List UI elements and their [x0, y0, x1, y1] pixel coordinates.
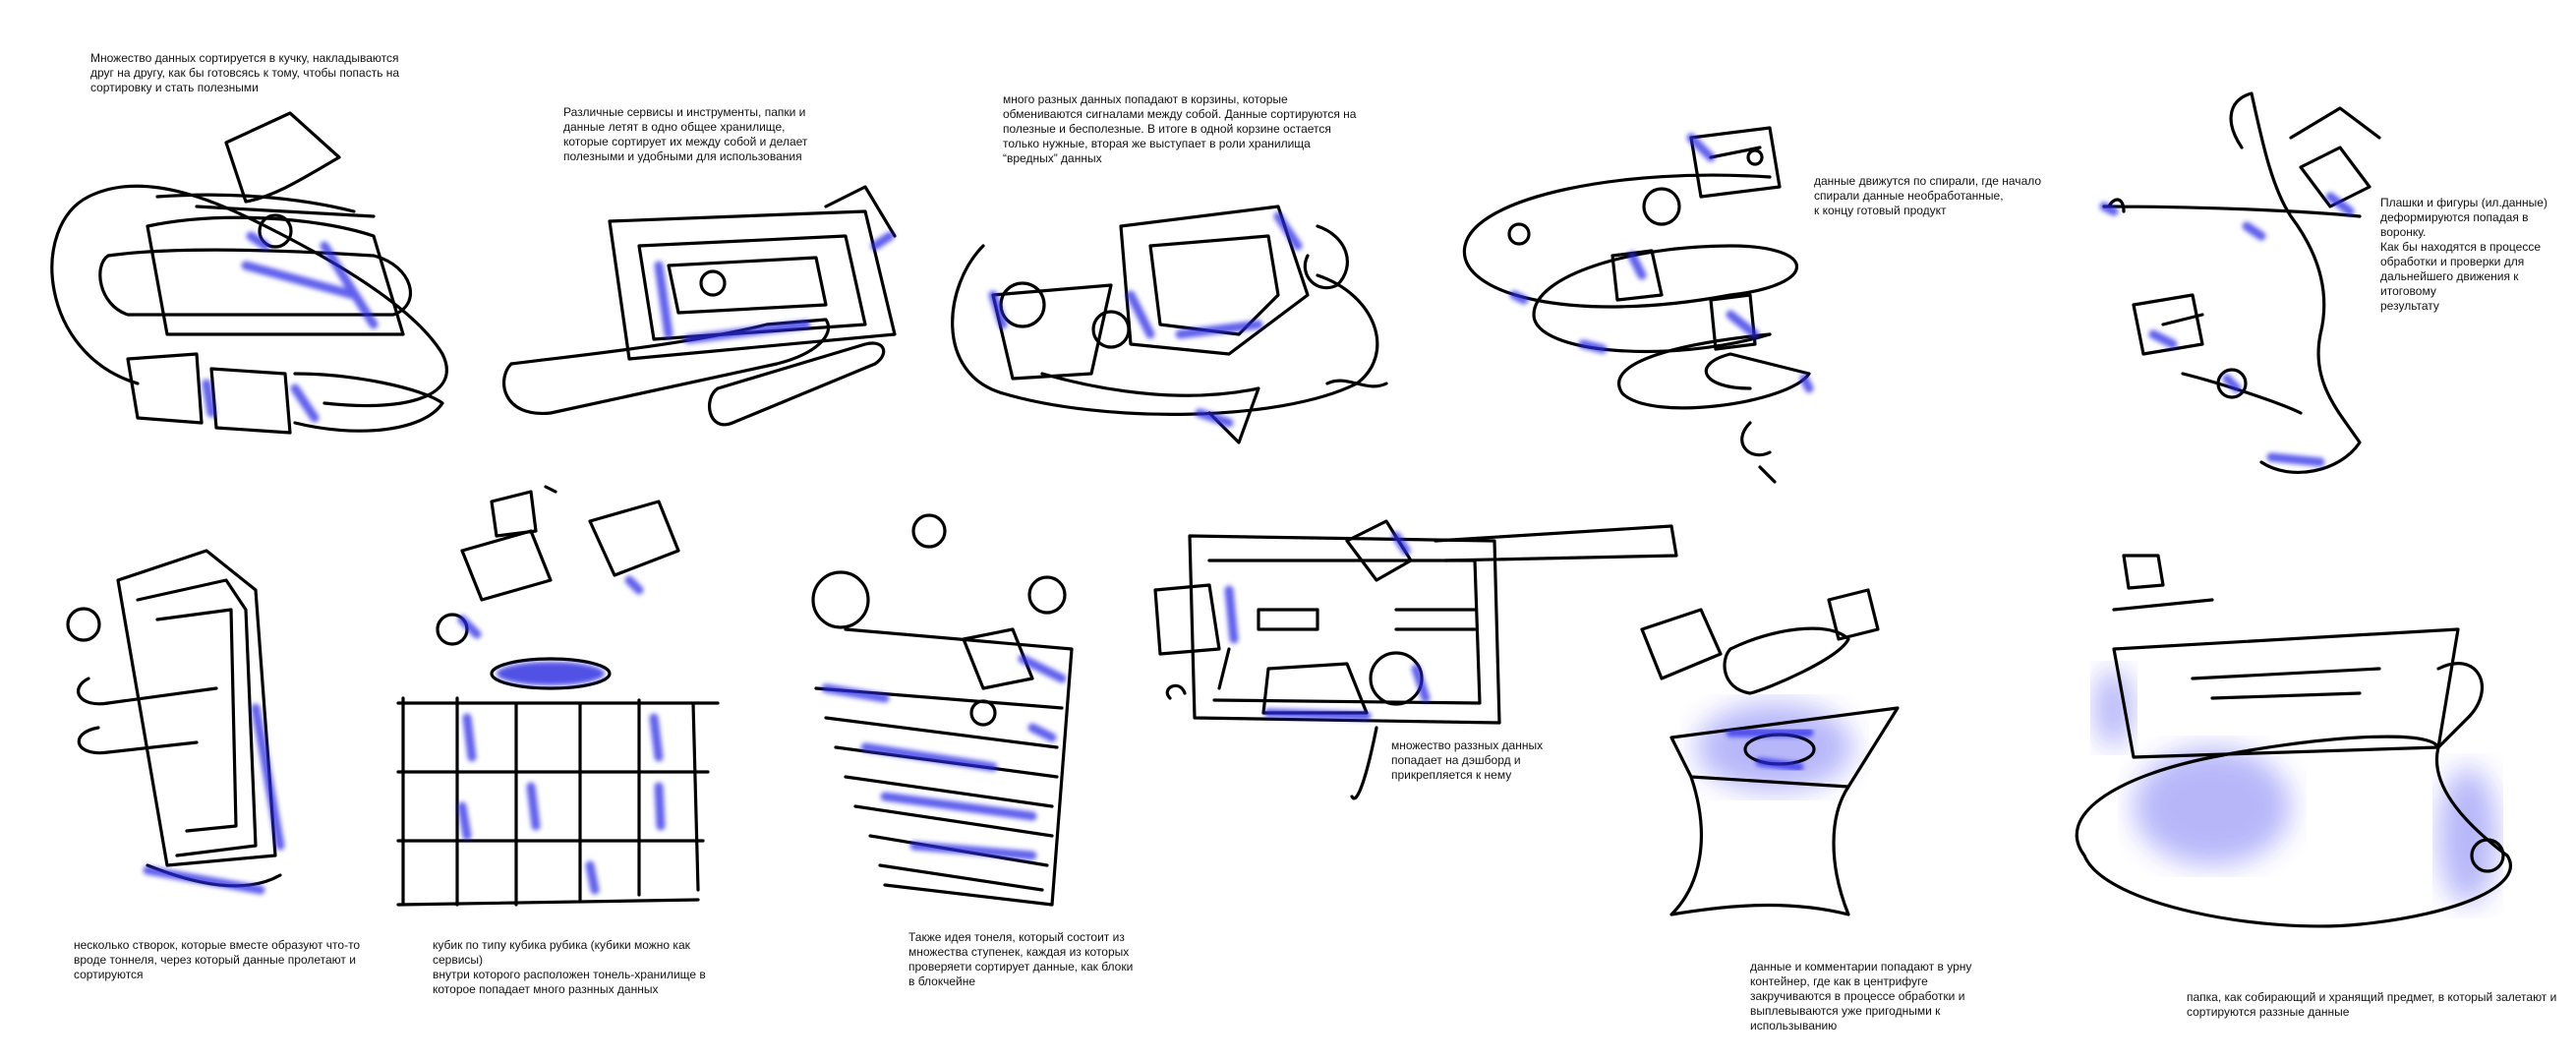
sketch-spiral [1462, 126, 1814, 484]
caption-data-pile: Множество данных сортируется в кучку, на… [90, 51, 400, 94]
sketch-urn-centrifuge [1640, 588, 1900, 916]
caption-spiral: данные движутся по спирали, где начало с… [1814, 174, 2042, 217]
caption-baskets: много разных данных попадают в корзины, … [1003, 92, 1357, 165]
caption-steps-tunnel: Также идея тонеля, который состоит из мн… [908, 930, 1134, 988]
sketch-folder [2075, 554, 2512, 928]
caption-rubik-cube: кубик по типу кубика рубика (кубики можн… [433, 938, 706, 996]
caption-urn-centrifuge: данные и комментарии попадают в урну кон… [1750, 960, 1972, 1032]
caption-funnel: Плашки и фигуры (ил.данные) деформируютс… [2380, 196, 2547, 313]
sketch-rubik-cube [396, 485, 720, 907]
caption-common-storage: Различные сервисы и инструменты, папки и… [563, 105, 808, 163]
caption-folder: папка, как собирающий и хранящий предмет… [2187, 990, 2557, 1019]
sketch-common-storage [502, 185, 897, 427]
sketch-data-pile [50, 111, 448, 435]
sketch-dashboard [1153, 519, 1678, 800]
caption-tunnel-flaps: несколько створок, которые вместе образу… [74, 938, 361, 981]
sketch-steps-tunnel [811, 513, 1074, 907]
sketch-funnel [2099, 91, 2381, 474]
sketch-baskets [951, 205, 1388, 444]
caption-dashboard: множество раззных данных попадает на дэш… [1391, 738, 1544, 782]
sketch-tunnel-flaps [66, 549, 285, 895]
